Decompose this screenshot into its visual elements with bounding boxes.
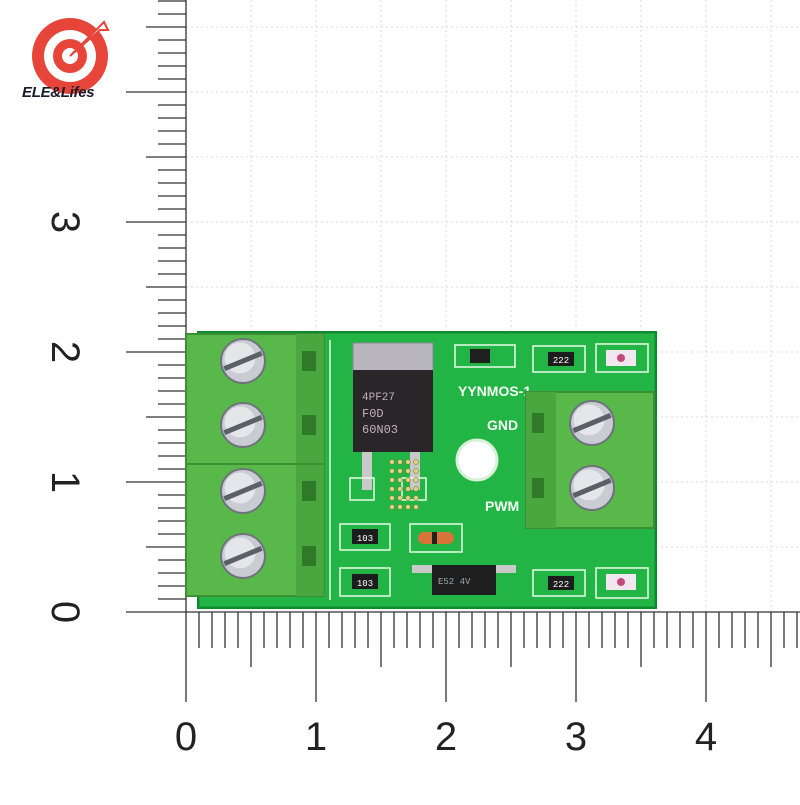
terminal-block-left [185, 333, 325, 597]
resistor-d [548, 576, 574, 590]
terminal-slot [532, 413, 544, 433]
via [397, 477, 403, 483]
via [405, 468, 411, 474]
pad-outline-1 [349, 477, 375, 501]
terminal-block-right [525, 391, 655, 529]
y-axis-label: 1 [43, 471, 87, 493]
resistor-b [352, 529, 378, 544]
led-outline-bottom [595, 567, 649, 599]
pwm-label: PWM [485, 498, 519, 514]
via [405, 459, 411, 465]
zener-band [432, 532, 437, 544]
terminal-right-side [526, 392, 556, 528]
resistor-outline-b [339, 523, 391, 551]
via [389, 504, 395, 510]
via [389, 459, 395, 465]
via [405, 486, 411, 492]
logo-wordmark: ELE&Lifes [22, 84, 95, 101]
mosfet-body [353, 370, 433, 452]
terminal-slot [302, 546, 316, 566]
led-outline-top [595, 343, 649, 373]
screw-slot [572, 412, 612, 434]
mosfet-line2: 60N03 [362, 423, 398, 437]
y-axis-label: 3 [43, 211, 87, 233]
via [405, 495, 411, 501]
screw-slot [572, 477, 612, 499]
via [389, 468, 395, 474]
via [389, 495, 395, 501]
x-axis-label: 2 [435, 715, 457, 759]
terminal-slot [302, 481, 316, 501]
x-axis-label: 1 [305, 715, 327, 759]
resistor-c-code: 103 [357, 579, 373, 589]
resistor-a [548, 352, 574, 366]
terminal-right-screws [569, 400, 615, 511]
via [413, 495, 419, 501]
opto-pin-1 [412, 565, 432, 573]
screw-slot [223, 414, 263, 436]
mosfet-code: 4PF27 [362, 392, 395, 404]
y-axis-label: 2 [43, 341, 87, 363]
via [405, 477, 411, 483]
resistor-b-code: 103 [357, 534, 373, 544]
brand-logo [32, 18, 110, 94]
terminal-slot [302, 351, 316, 371]
screw-slot [223, 480, 263, 502]
resistor-a-code: 222 [553, 356, 569, 366]
diode-outline [454, 344, 516, 368]
logo-arrow-icon [69, 20, 110, 57]
via [413, 468, 419, 474]
x-axis-label: 4 [695, 715, 717, 759]
gnd-label: GND [487, 417, 518, 433]
via [413, 504, 419, 510]
zener-outline [409, 523, 463, 553]
x-axis-label: 0 [175, 715, 197, 759]
via [389, 486, 395, 492]
mosfet-pin-1 [362, 452, 372, 490]
y-axis-label: 0 [43, 601, 87, 623]
via-array [389, 459, 419, 510]
mosfet-line1: F0D [362, 407, 384, 421]
terminal-left-screws [220, 338, 266, 579]
optocoupler-label: E52 4V [438, 577, 471, 587]
via [413, 477, 419, 483]
resistor-outline-a [532, 345, 586, 373]
via [397, 459, 403, 465]
via [397, 495, 403, 501]
terminal-slot [302, 415, 316, 435]
screw-slot [223, 350, 263, 372]
resistor-outline-d [532, 569, 586, 597]
via [413, 486, 419, 492]
via [405, 504, 411, 510]
opto-pin-4 [496, 565, 516, 573]
resistor-c [352, 574, 378, 589]
led-bottom-die [617, 578, 625, 586]
smd-diode [470, 349, 490, 363]
x-axis-label: 3 [565, 715, 587, 759]
resistor-outline-c [339, 567, 391, 597]
y-axis-labels: 0 1 2 3 [43, 211, 87, 623]
screw-slot [223, 545, 263, 567]
led-top-die [617, 354, 625, 362]
model-label: YYNMOS-1 [458, 383, 531, 399]
resistor-d-code: 222 [553, 580, 569, 590]
mosfet-tab [352, 342, 434, 374]
vertical-ruler [126, 0, 187, 613]
terminal-slot [532, 478, 544, 498]
via [397, 504, 403, 510]
horizontal-ruler [185, 611, 800, 702]
optocoupler [432, 565, 496, 595]
mounting-hole [455, 438, 499, 482]
via [389, 477, 395, 483]
via [397, 486, 403, 492]
via [413, 459, 419, 465]
x-axis-labels: 0 1 2 3 4 [175, 715, 717, 759]
via [397, 468, 403, 474]
